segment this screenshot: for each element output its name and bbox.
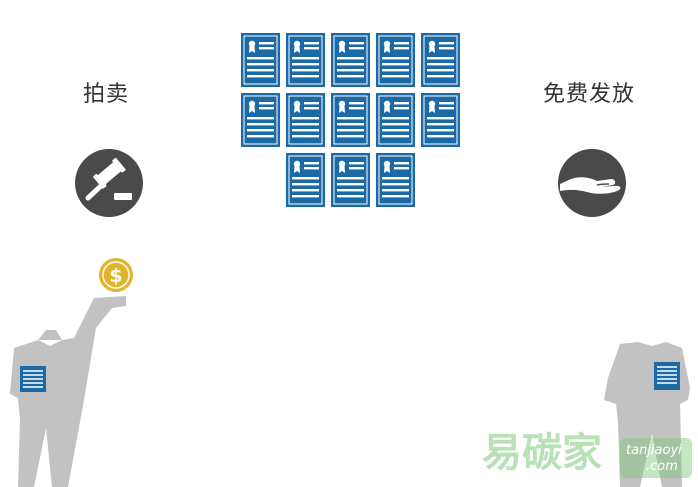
- certificate-document-icon: [240, 93, 280, 147]
- certificate-document-icon: [285, 33, 325, 87]
- gavel-icon: [75, 149, 143, 217]
- certificate-document-icon: [375, 153, 415, 207]
- watermark-logo: 易碳家 tanjiaoyi .com: [482, 430, 692, 478]
- auction-label: 拍卖: [83, 82, 130, 107]
- watermark-domain: tanjiaoyi: [626, 443, 682, 458]
- certificate-document-icon: [420, 33, 460, 87]
- watermark-brand: 易碳家: [482, 430, 602, 476]
- certificate-document-icon: [240, 33, 280, 87]
- certificate-document-icon: [420, 93, 460, 147]
- left-person-figure: [10, 296, 126, 487]
- certificate-document-icon: [330, 93, 370, 147]
- certificate-document-icon: [285, 93, 325, 147]
- certificate-document-icon: [285, 153, 325, 207]
- certificate-document-icon: [330, 153, 370, 207]
- certificate-document-icon: [375, 33, 415, 87]
- certificate-document-icon: [375, 93, 415, 147]
- watermark-domain-suffix: .com: [646, 459, 678, 474]
- certificate-document-icon: [330, 33, 370, 87]
- svg-text:$: $: [109, 265, 122, 287]
- free-distribution-label: 免费发放: [543, 82, 636, 107]
- giving-hand-icon: [558, 149, 626, 217]
- right-person-figure: [604, 342, 690, 487]
- dollar-coin-icon: $: [99, 258, 133, 292]
